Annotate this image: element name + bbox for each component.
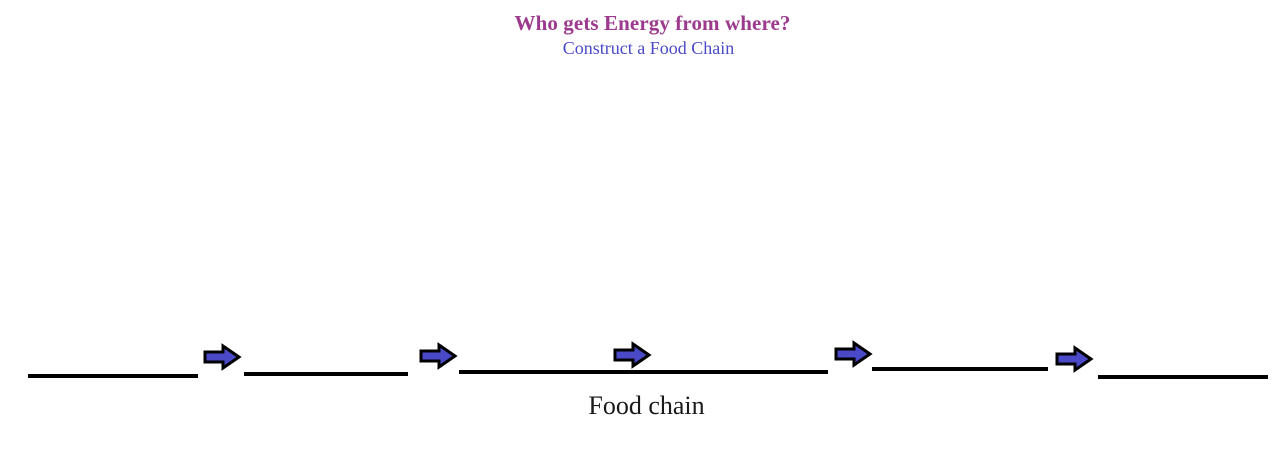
food-chain-diagram: [0, 330, 1283, 392]
page-title: Who gets Energy from where?: [514, 11, 791, 35]
food-chain-caption: Food chain: [588, 391, 705, 420]
food-chain-blank[interactable]: [459, 370, 828, 374]
heading-block: Who gets Energy from where? Construct a …: [0, 10, 1283, 60]
food-chain-blank[interactable]: [244, 372, 408, 376]
arrow-right-icon: [834, 340, 873, 368]
arrow-right-icon: [1055, 345, 1094, 373]
arrow-right-icon: [613, 341, 652, 369]
page-subtitle: Construct a Food Chain: [562, 38, 735, 58]
arrow-right-icon: [203, 343, 242, 371]
arrow-right-icon: [419, 342, 458, 370]
food-chain-blank[interactable]: [1098, 375, 1268, 379]
food-chain-blank[interactable]: [28, 374, 198, 378]
empty-work-area: [0, 66, 1283, 330]
food-chain-blank[interactable]: [872, 367, 1048, 371]
